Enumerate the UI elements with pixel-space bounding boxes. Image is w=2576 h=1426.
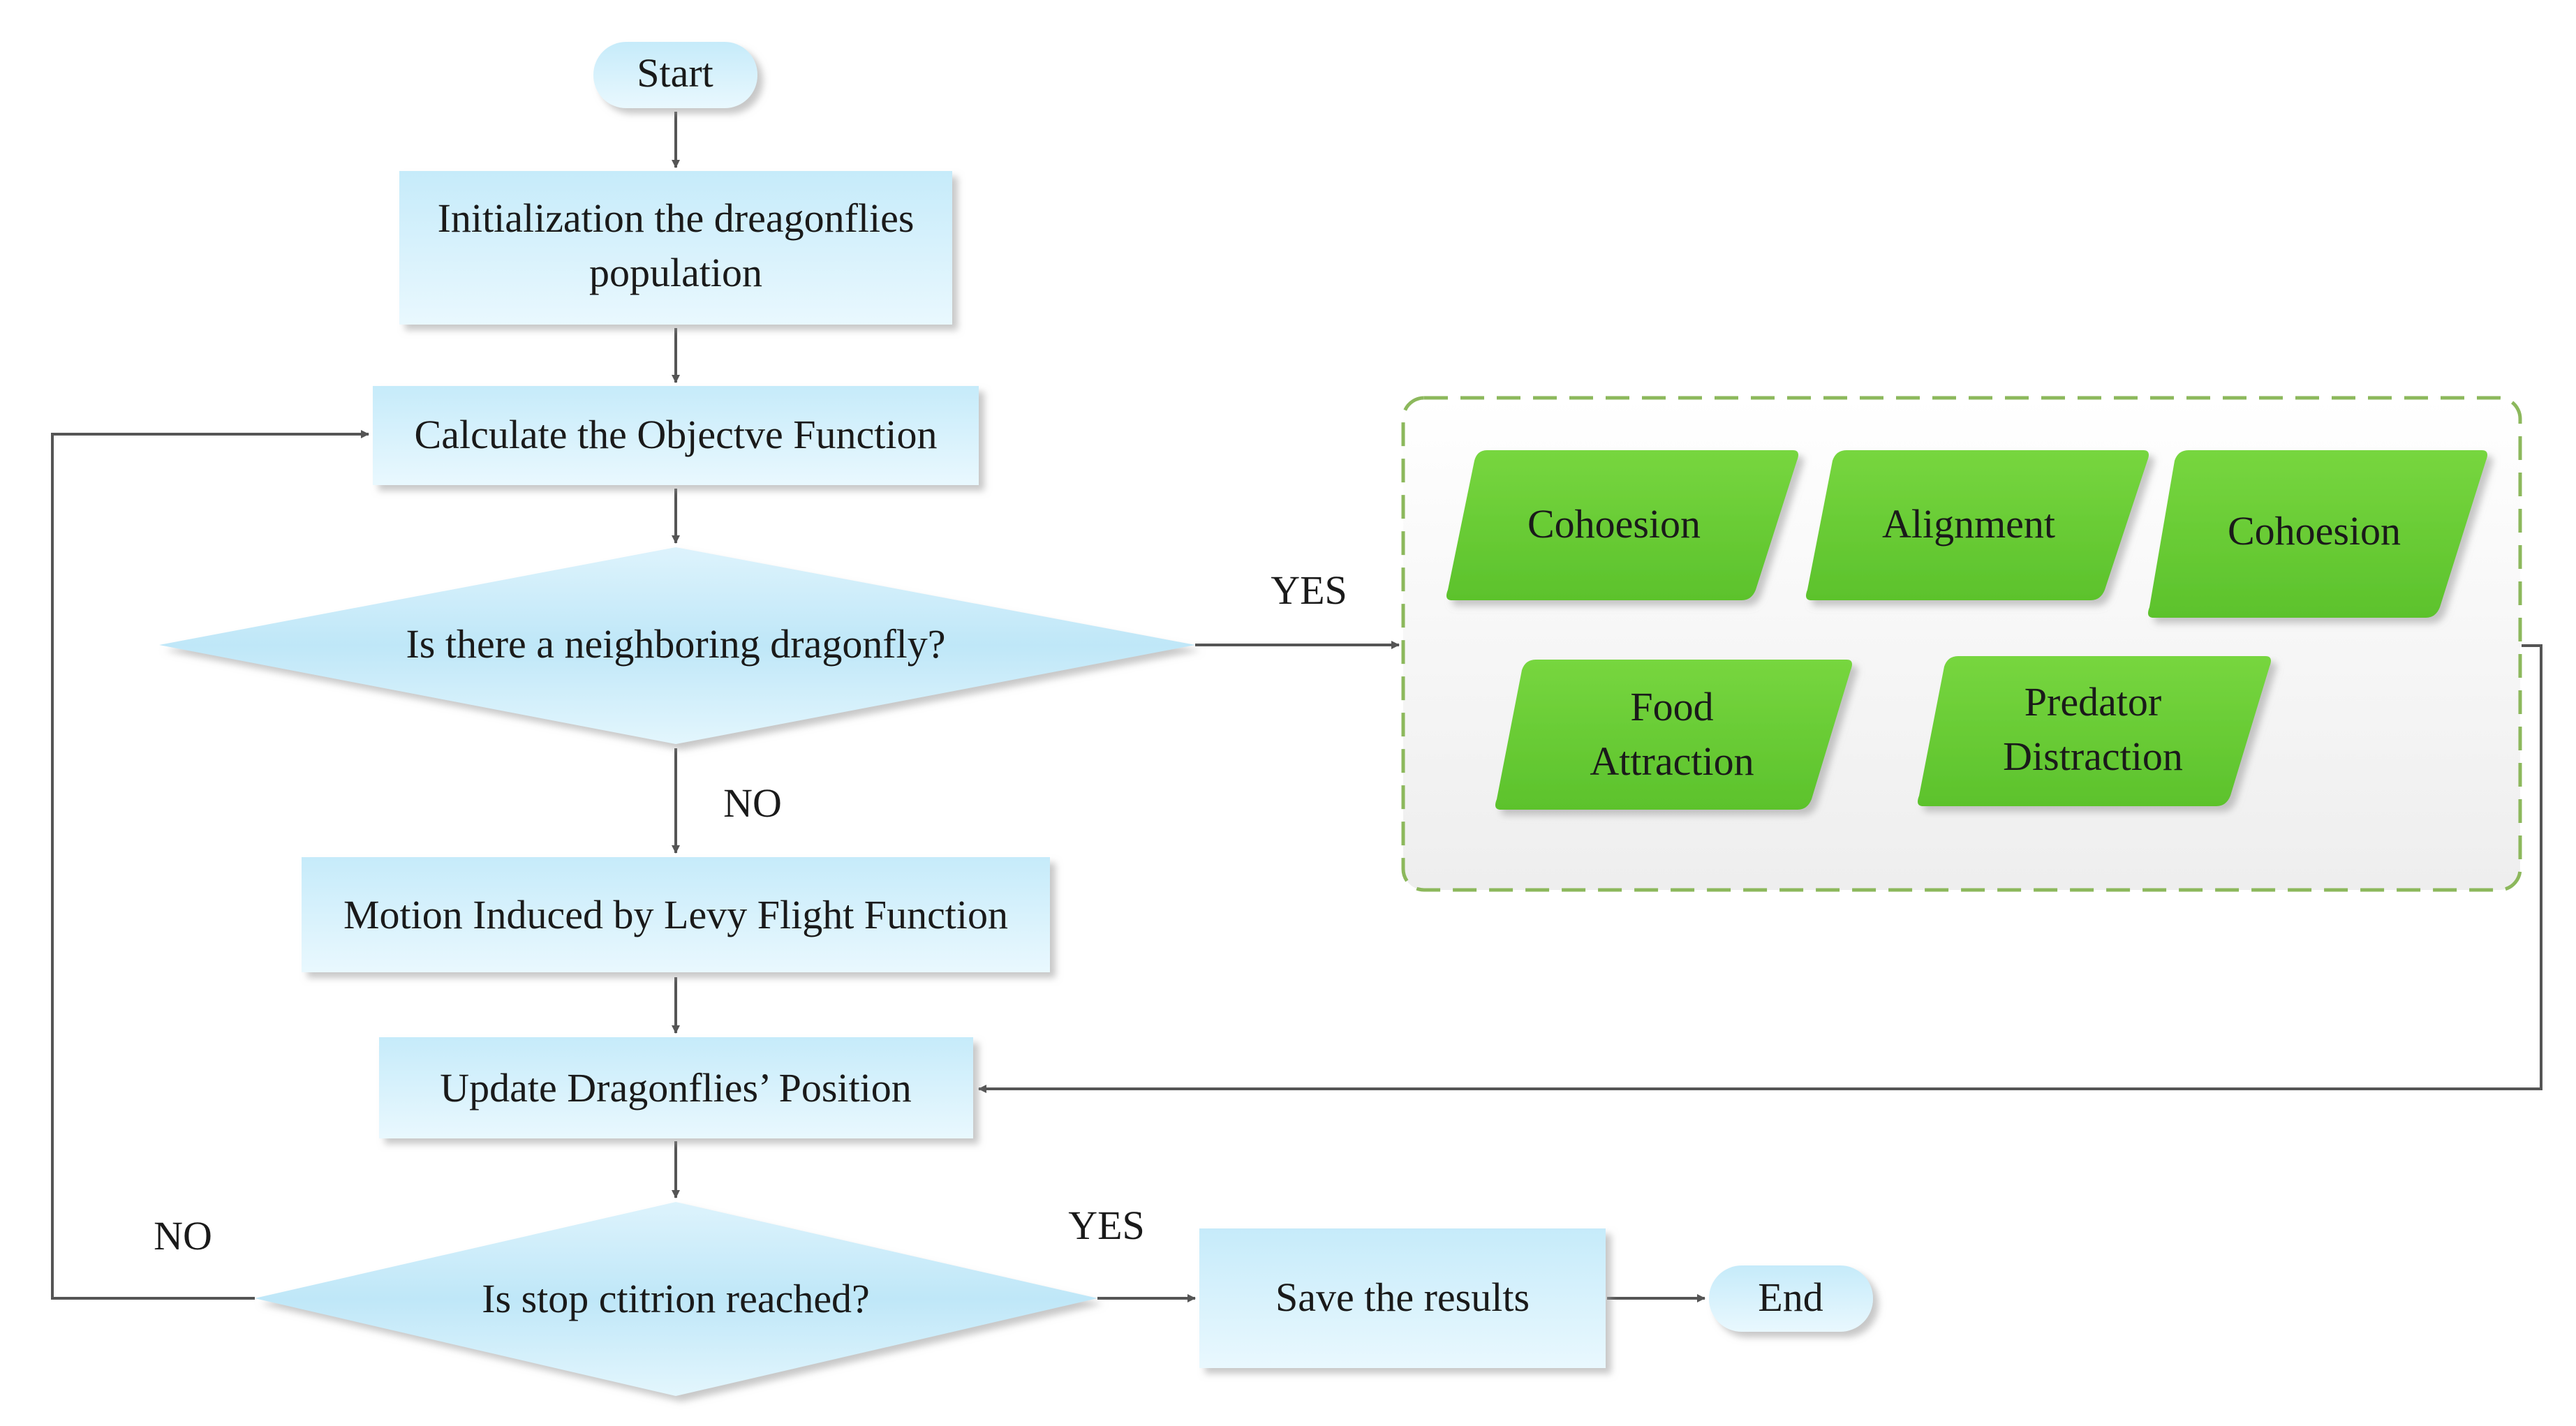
start-terminal xyxy=(593,42,757,108)
yes-label-top: YES xyxy=(1271,567,1347,613)
levy-process xyxy=(302,857,1050,972)
objective-process xyxy=(373,386,979,485)
behavior-predator-distraction xyxy=(1918,656,2271,806)
behavior-cohesion-2 xyxy=(2148,450,2487,618)
save-process xyxy=(1199,1228,1606,1368)
save-label: Save the results xyxy=(1275,1275,1530,1320)
end-terminal xyxy=(1709,1265,1873,1332)
end-label: End xyxy=(1758,1275,1823,1320)
init-label-2: population xyxy=(589,250,762,295)
stop-decision-label: Is stop ctitrion reached? xyxy=(482,1276,870,1321)
behavior-predator-label-2: Distraction xyxy=(2003,734,2183,779)
update-label: Update Dragonflies’ Position xyxy=(440,1065,911,1111)
yes-label-bottom: YES xyxy=(1068,1203,1145,1248)
behavior-predator-label-1: Predator xyxy=(2024,679,2162,725)
levy-label: Motion Induced by Levy Flight Function xyxy=(343,892,1008,937)
behavior-food-label-2: Attraction xyxy=(1590,738,1754,784)
behavior-alignment xyxy=(1806,450,2149,600)
no-label-mid: NO xyxy=(723,780,782,826)
behavior-food-attraction xyxy=(1495,660,1852,810)
start-label: Start xyxy=(637,50,713,96)
objective-label: Calculate the Objectve Function xyxy=(415,412,938,457)
stop-decision xyxy=(255,1202,1097,1396)
connectors xyxy=(51,112,2542,1302)
no-label-left: NO xyxy=(154,1213,212,1258)
arrow-stop-to-objective xyxy=(51,430,369,1300)
behavior-food-label-1: Food xyxy=(1630,684,1713,729)
arrow-panel-to-update xyxy=(978,644,2542,1093)
init-process xyxy=(399,171,952,325)
update-process xyxy=(379,1037,973,1138)
init-label-1: Initialization the dreagonflies xyxy=(438,195,915,241)
neighbor-decision xyxy=(159,547,1195,744)
behavior-cohesion-2-label: Cohoesion xyxy=(2228,508,2401,554)
neighbor-decision-label: Is there a neighboring dragonfly? xyxy=(406,621,945,667)
behavior-cohesion-1 xyxy=(1446,450,1798,600)
behavior-cohesion-1-label: Cohoesion xyxy=(1527,501,1701,547)
behavior-alignment-label: Alignment xyxy=(1882,501,2055,547)
